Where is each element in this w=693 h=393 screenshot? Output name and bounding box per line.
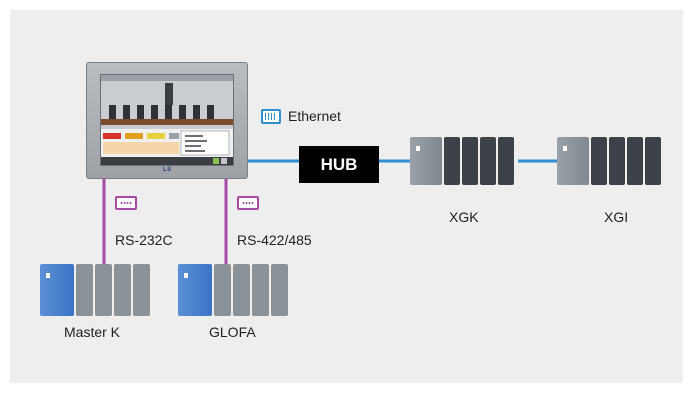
hmi-brand-logo: LS [163,167,172,173]
plc-xgk-io-module [498,137,514,185]
xgk-label: XGK [449,209,479,225]
hmi-screen [100,74,234,166]
plc-xgk-io-module [444,137,460,185]
plc-master-k-io-module [133,264,150,316]
plc-xgi-cpu-module [557,137,589,185]
plc-xgk [410,137,518,185]
ethernet-label: Ethernet [288,108,341,124]
plc-xgk-io-module [462,137,478,185]
plc-xgi-io-module [627,137,643,185]
plc-master-k [40,264,152,316]
plc-xgi-io-module [591,137,607,185]
rs232c-label: RS-232C [115,232,173,248]
plc-glofa [178,264,290,316]
plc-xgi-io-module [609,137,625,185]
plc-master-k-io-module [114,264,131,316]
plc-glofa-io-module [252,264,269,316]
plc-glofa-cpu-module [178,264,212,316]
hmi-touch-panel: LS [86,62,248,179]
serial-port-icon [237,196,259,210]
plc-master-k-cpu-module [40,264,74,316]
glofa-label: GLOFA [209,324,256,340]
plc-xgk-io-module [480,137,496,185]
plc-master-k-io-module [95,264,112,316]
plc-xgk-cpu-module [410,137,442,185]
hmi-screen-graphic [101,75,233,165]
hub-box: HUB [299,146,379,183]
serial-port-icon [115,196,137,210]
plc-master-k-io-module [76,264,93,316]
plc-xgi [557,137,665,185]
plc-glofa-io-module [233,264,250,316]
plc-xgi-io-module [645,137,661,185]
xgi-label: XGI [604,209,629,225]
ethernet-port-icon [261,109,281,124]
master-k-label: Master K [64,324,121,340]
rs422-485-label: RS-422/485 [237,232,312,248]
plc-glofa-io-module [214,264,231,316]
plc-glofa-io-module [271,264,288,316]
